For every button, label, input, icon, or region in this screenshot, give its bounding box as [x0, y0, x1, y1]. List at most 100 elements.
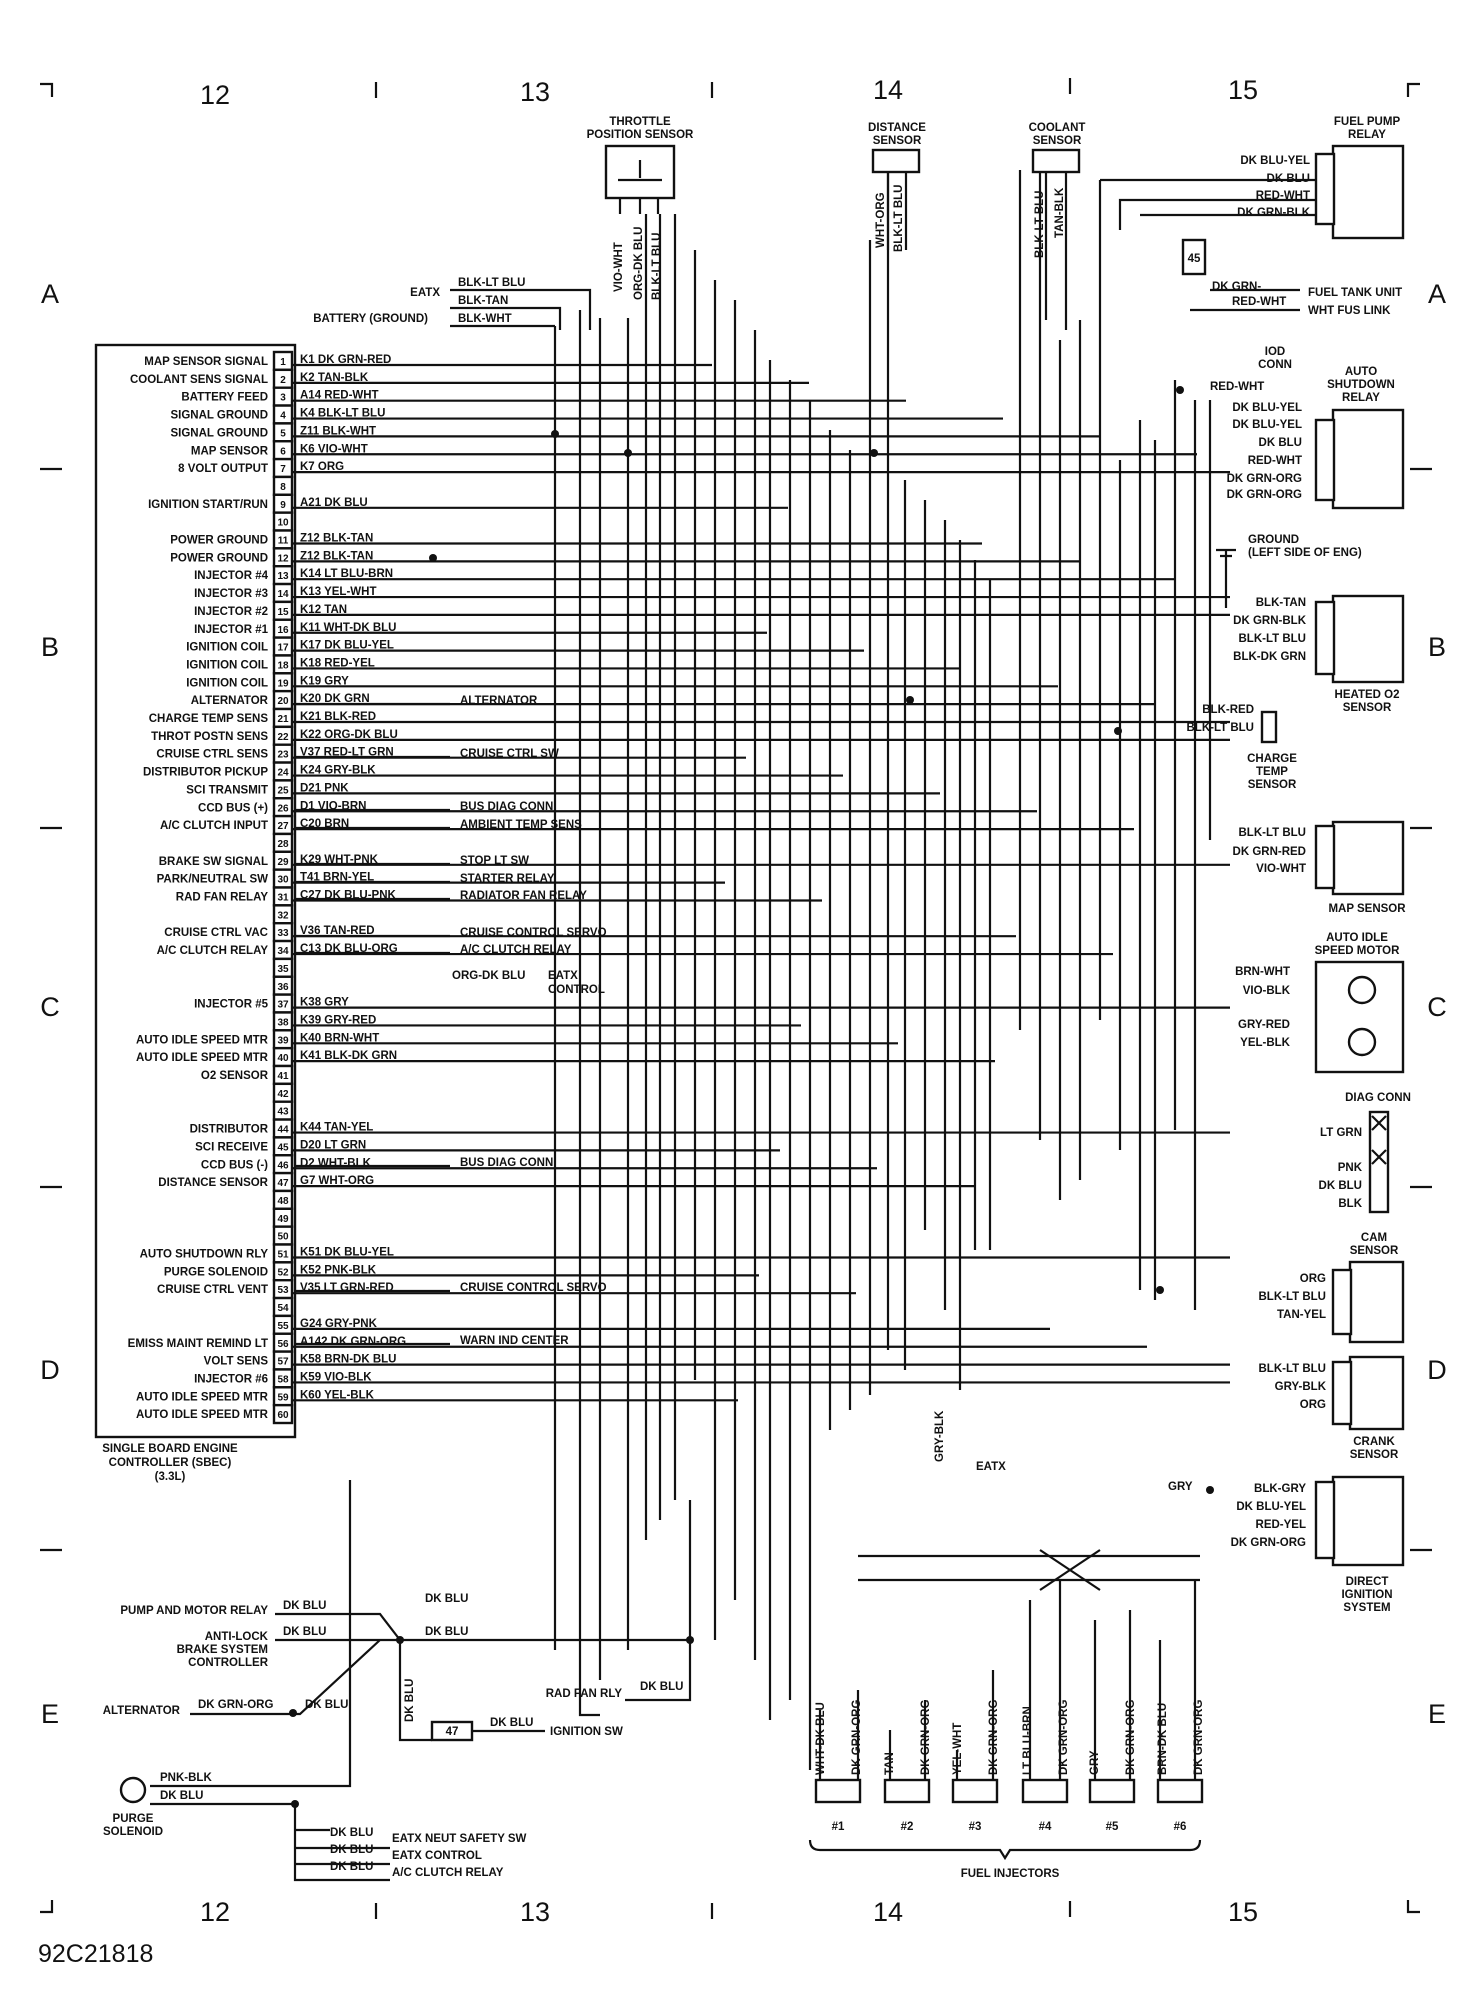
pin-number: 11: [278, 536, 289, 547]
svg-text:BLK-LT BLU: BLK-LT BLU: [1259, 1291, 1327, 1303]
injector-body: [1088, 1778, 1136, 1804]
pin-box: [272, 1403, 294, 1425]
asd-wire-1: DK BLU-YEL: [1232, 402, 1302, 414]
pin-number: 25: [277, 785, 289, 796]
pin-number: 26: [277, 803, 289, 814]
svg-text:SENSOR: SENSOR: [873, 135, 922, 147]
svg-text:THROTTLE: THROTTLE: [609, 116, 671, 128]
wire-dk-grn: DK GRN-: [1212, 281, 1261, 293]
pin-wire: K4 BLK-LT BLU: [300, 408, 385, 420]
pin-function: SCI TRANSMIT: [186, 784, 268, 796]
pin-number: 24: [277, 768, 289, 779]
pin-number: 27: [277, 821, 289, 832]
svg-text:LT GRN: LT GRN: [1320, 1127, 1362, 1139]
svg-text:MAP SENSOR: MAP SENSOR: [1328, 903, 1406, 915]
pin-number: 7: [280, 464, 286, 475]
wire-wht-org: WHT-ORG: [875, 192, 887, 248]
sbec-caption-3: (3.3L): [155, 1471, 186, 1483]
injector-wire: BRN-DK BLU: [1157, 1703, 1169, 1775]
svg-text:DK BLU: DK BLU: [283, 1626, 326, 1638]
injector-body: [951, 1778, 999, 1804]
pin-wire: K7 ORG: [300, 461, 344, 473]
wire-vio-wht: VIO-WHT: [613, 242, 625, 292]
pin-wire: Z12 BLK-TAN: [300, 533, 373, 545]
pin-function: INJECTOR #5: [194, 999, 269, 1011]
grid-row-a-right: A: [1428, 279, 1446, 309]
svg-text:CAM: CAM: [1361, 1232, 1387, 1244]
injector-wire: DK GRN-ORG: [851, 1700, 863, 1775]
svg-text:BLK-RED: BLK-RED: [1202, 704, 1254, 716]
pin-number: 37: [277, 1000, 289, 1011]
pin-number: 35: [277, 964, 289, 975]
pin-number: 44: [277, 1125, 289, 1136]
wire-blk-lt-blu: BLK-LT BLU: [458, 277, 526, 289]
wire-org-dk-blu: ORG-DK BLU: [633, 227, 645, 300]
injector-wire: DK GRN-ORG: [1193, 1700, 1205, 1775]
pin-wire: K19 GRY: [300, 675, 349, 687]
svg-text:DK BLU: DK BLU: [425, 1593, 468, 1605]
svg-text:CONTROLLER: CONTROLLER: [188, 1657, 269, 1669]
battery-ground-label: BATTERY (GROUND): [313, 313, 428, 325]
svg-text:RELAY: RELAY: [1342, 392, 1380, 404]
svg-text:SENSOR: SENSOR: [1343, 702, 1392, 714]
svg-text:CRANK: CRANK: [1353, 1436, 1395, 1448]
svg-text:BLK-LT BLU: BLK-LT BLU: [1259, 1363, 1327, 1375]
pin-function: MAP SENSOR: [191, 445, 269, 457]
pin-wire: K58 BRN-DK BLU: [300, 1354, 396, 1366]
fpr-wire-3: RED-WHT: [1256, 190, 1310, 202]
pin-function: BATTERY FEED: [181, 392, 268, 404]
auto-idle-speed-motor: AUTO IDLE SPEED MOTOR BRN-WHT VIO-BLK GR…: [1235, 932, 1405, 1074]
svg-text:DK BLU-YEL: DK BLU-YEL: [1236, 1501, 1306, 1513]
svg-text:DK GRN-RED: DK GRN-RED: [1233, 846, 1306, 858]
svg-text:TAN-YEL: TAN-YEL: [1277, 1309, 1326, 1321]
sbec-caption-2: CONTROLLER (SBEC): [109, 1457, 232, 1469]
pin-number: 15: [277, 607, 289, 618]
svg-text:DIRECT: DIRECT: [1346, 1576, 1389, 1588]
svg-text:RELAY: RELAY: [1348, 129, 1386, 141]
svg-text:GRY-BLK: GRY-BLK: [1275, 1381, 1327, 1393]
svg-text:EATX: EATX: [548, 970, 578, 982]
svg-text:DK BLU: DK BLU: [640, 1681, 683, 1693]
svg-text:VIO-WHT: VIO-WHT: [1256, 863, 1306, 875]
pin-function: RAD FAN RELAY: [176, 892, 269, 904]
pin-number: 30: [277, 875, 289, 886]
pin-number: 34: [277, 946, 289, 957]
crank-sensor: BLK-LT BLU GRY-BLK ORG CRANK SENSOR: [1259, 1355, 1405, 1461]
pin-function: MAP SENSOR SIGNAL: [144, 356, 268, 368]
grid-col-15-top: 15: [1228, 75, 1258, 105]
svg-text:CHARGE: CHARGE: [1247, 753, 1297, 765]
pin-function: INJECTOR #1: [194, 624, 269, 636]
injector-wire: YEL-WHT: [952, 1723, 964, 1775]
pin-wire: K2 TAN-BLK: [300, 372, 369, 384]
junction-dots: [429, 386, 1214, 1494]
pin-wire: K17 DK BLU-YEL: [300, 640, 394, 652]
sbec-pin: 43: [272, 1100, 294, 1121]
pin-wire: G7 WHT-ORG: [300, 1175, 374, 1187]
svg-text:BRN-WHT: BRN-WHT: [1235, 966, 1290, 978]
pin-wire: D20 LT GRN: [300, 1139, 366, 1151]
injector-number: #3: [969, 1821, 982, 1833]
pin-number: 4: [280, 411, 286, 422]
svg-text:IGNITION: IGNITION: [1341, 1589, 1392, 1601]
pin-wire: K41 BLK-DK GRN: [300, 1050, 397, 1062]
pin-function: SIGNAL GROUND: [170, 427, 268, 439]
pin-wire: A14 RED-WHT: [300, 390, 379, 402]
battery-ground-group: EATX BLK-LT BLU BLK-TAN BATTERY (GROUND)…: [313, 277, 592, 330]
svg-text:CRUISE CONTROL SERVO: CRUISE CONTROL SERVO: [460, 1282, 607, 1294]
pin-number: 52: [277, 1267, 289, 1278]
pin-function: CHARGE TEMP SENS: [149, 713, 269, 725]
pin-function: ALTERNATOR: [191, 695, 269, 707]
figure-id: 92C21818: [38, 1940, 153, 1968]
